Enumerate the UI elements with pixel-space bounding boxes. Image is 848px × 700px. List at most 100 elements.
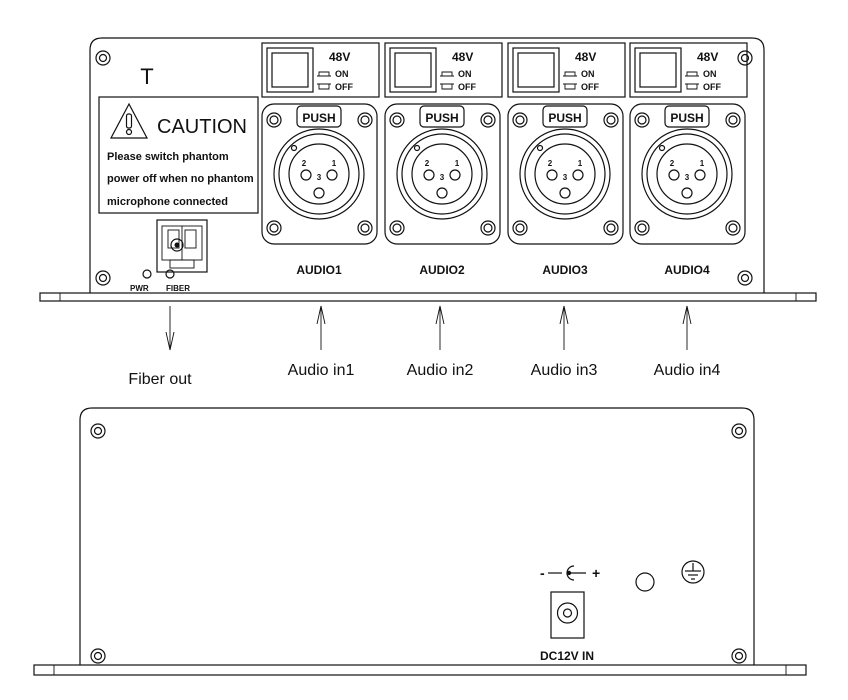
front-panel: T CAUTION Please switch phantom power of… bbox=[39, 37, 817, 302]
push-label: PUSH bbox=[302, 111, 335, 125]
audio-channel-label: AUDIO1 bbox=[296, 263, 342, 277]
caution-title: CAUTION bbox=[157, 116, 247, 138]
screw-icon bbox=[634, 112, 650, 128]
phantom-voltage-label: 48V bbox=[329, 50, 350, 64]
switch-on-icon bbox=[317, 71, 331, 77]
pin-2-label: 2 bbox=[425, 159, 430, 168]
xlr-input-jack[interactable] bbox=[273, 128, 365, 220]
xlr-input-jack[interactable] bbox=[396, 128, 488, 220]
pin-icon bbox=[572, 169, 584, 181]
phantom-voltage-label: 48V bbox=[452, 50, 473, 64]
switch-off-label: OFF bbox=[581, 82, 599, 92]
switch-off-icon bbox=[317, 83, 331, 90]
switch-off-icon bbox=[685, 83, 699, 90]
switch-off-label: OFF bbox=[458, 82, 476, 92]
phantom-power-switch[interactable] bbox=[389, 47, 437, 93]
switch-off-label: OFF bbox=[703, 82, 721, 92]
switch-on-label: ON bbox=[703, 69, 717, 79]
xlr-input-jack[interactable] bbox=[519, 128, 611, 220]
caution-label: CAUTION Please switch phantom power off … bbox=[98, 96, 259, 214]
switch-on-label: ON bbox=[581, 69, 595, 79]
screw-icon bbox=[357, 220, 373, 236]
audio-channel-label: AUDIO4 bbox=[664, 263, 710, 277]
phantom-switch-panel bbox=[507, 42, 626, 98]
pin-icon bbox=[694, 169, 706, 181]
front-chassis-outline bbox=[89, 37, 765, 293]
dc-input-label: DC12V IN bbox=[540, 649, 594, 663]
phantom-power-switch[interactable] bbox=[512, 47, 560, 93]
dc-power-jack[interactable] bbox=[550, 591, 585, 639]
phantom-power-switch[interactable] bbox=[634, 47, 682, 93]
audio-in-callout-4: Audio in4 bbox=[654, 362, 721, 379]
caution-line-3: microphone connected bbox=[107, 196, 228, 208]
xlr-connector-plate bbox=[507, 103, 624, 245]
warning-triangle-icon bbox=[110, 102, 148, 139]
switch-off-icon bbox=[563, 83, 577, 90]
screw-icon bbox=[266, 220, 282, 236]
pin-2-label: 2 bbox=[302, 159, 307, 168]
screw-icon bbox=[357, 112, 373, 128]
screw-icon bbox=[512, 112, 528, 128]
switch-on-icon bbox=[685, 71, 699, 77]
push-release-tab[interactable] bbox=[664, 105, 710, 128]
screw-icon bbox=[737, 270, 753, 286]
push-label: PUSH bbox=[425, 111, 458, 125]
key-notch-icon bbox=[658, 144, 666, 152]
up-arrow-icon bbox=[316, 305, 326, 350]
screw-icon bbox=[731, 648, 747, 664]
screw-icon bbox=[95, 50, 111, 66]
pin-2-label: 2 bbox=[548, 159, 553, 168]
pin-1-label: 1 bbox=[455, 159, 460, 168]
push-label: PUSH bbox=[548, 111, 581, 125]
screw-icon bbox=[95, 270, 111, 286]
key-notch-icon bbox=[413, 144, 421, 152]
screw-icon bbox=[480, 112, 496, 128]
pwr-label: PWR bbox=[130, 284, 149, 293]
up-arrow-icon bbox=[435, 305, 445, 350]
screw-icon bbox=[725, 112, 741, 128]
screw-icon bbox=[603, 220, 619, 236]
fiber-out-callout: Fiber out bbox=[128, 371, 192, 388]
pin-3-label: 3 bbox=[685, 173, 690, 182]
pin-1-label: 1 bbox=[700, 159, 705, 168]
pin-2-label: 2 bbox=[670, 159, 675, 168]
audio-channel-label: AUDIO3 bbox=[542, 263, 588, 277]
phantom-switch-panel bbox=[384, 42, 503, 98]
push-release-tab[interactable] bbox=[542, 105, 588, 128]
pin-icon bbox=[546, 169, 558, 181]
xlr-input-jack[interactable] bbox=[641, 128, 733, 220]
pin-icon bbox=[436, 187, 448, 199]
key-notch-icon bbox=[290, 144, 298, 152]
polarity-plus: + bbox=[592, 565, 600, 581]
phantom-power-switch[interactable] bbox=[266, 47, 314, 93]
down-arrow-icon bbox=[165, 306, 175, 351]
pin-icon bbox=[300, 169, 312, 181]
fiber-led-icon bbox=[165, 269, 175, 279]
pin-icon bbox=[559, 187, 571, 199]
screw-icon bbox=[389, 220, 405, 236]
push-release-tab[interactable] bbox=[419, 105, 465, 128]
pin-1-label: 1 bbox=[578, 159, 583, 168]
push-release-tab[interactable] bbox=[296, 105, 342, 128]
pin-3-label: 3 bbox=[440, 173, 445, 182]
phantom-switch-panel bbox=[261, 42, 380, 98]
key-notch-icon bbox=[536, 144, 544, 152]
rear-panel: - + DC12V IN bbox=[33, 407, 807, 676]
rear-mounting-flange bbox=[33, 664, 807, 676]
ground-symbol-icon bbox=[681, 560, 705, 584]
switch-on-label: ON bbox=[458, 69, 472, 79]
pwr-led-icon bbox=[142, 269, 152, 279]
switch-on-label: ON bbox=[335, 69, 349, 79]
front-mounting-flange bbox=[39, 292, 817, 302]
fiber-label: FIBER bbox=[166, 284, 190, 293]
fiber-port[interactable] bbox=[156, 219, 208, 273]
screw-icon bbox=[512, 220, 528, 236]
pin-3-label: 3 bbox=[563, 173, 568, 182]
pin-1-label: 1 bbox=[332, 159, 337, 168]
